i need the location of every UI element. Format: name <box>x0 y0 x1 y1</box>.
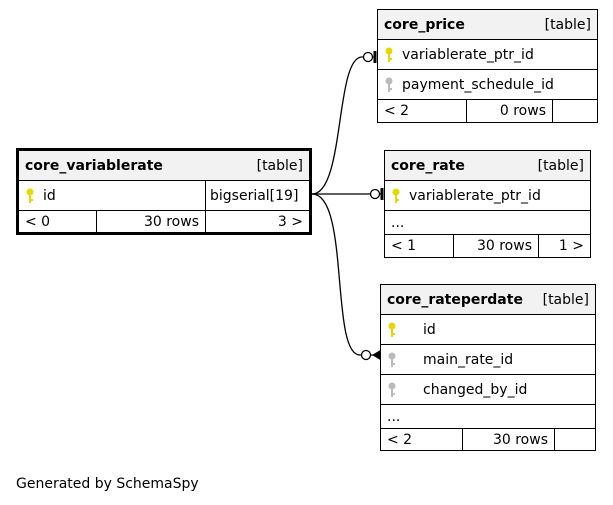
table-core-price[interactable]: core_price [table] variablerate_ptr_id p… <box>377 9 598 123</box>
edge-core-rateperdate <box>311 193 380 356</box>
parents-count[interactable]: < 1 <box>391 238 417 254</box>
primary-key-icon <box>392 188 400 203</box>
table-name: core_variablerate <box>25 157 163 174</box>
row-count: 0 rows <box>466 100 552 122</box>
column-name: variablerate_ptr_id <box>409 187 541 204</box>
table-stats-row: < 2 30 rows <box>381 429 595 450</box>
primary-key-icon <box>388 322 396 337</box>
edge-core-rate-crowfoot <box>369 188 381 200</box>
column-name: changed_by_id <box>423 381 528 398</box>
edge-core-rateperdate-crowfoot <box>360 349 372 361</box>
column-row: variablerate_ptr_id <box>385 181 590 211</box>
row-count: 30 rows <box>462 429 554 450</box>
column-row: payment_schedule_id <box>378 70 597 100</box>
column-row: id <box>381 315 595 345</box>
foreign-key-icon <box>388 352 396 367</box>
table-header: core_rate [table] <box>385 151 590 181</box>
column-name: payment_schedule_id <box>402 76 554 93</box>
primary-key-icon <box>385 47 393 62</box>
foreign-key-icon <box>388 382 396 397</box>
children-count[interactable] <box>552 100 597 122</box>
foreign-key-icon <box>385 77 393 92</box>
table-name: core_rateperdate <box>387 291 523 308</box>
row-count: 30 rows <box>453 235 538 257</box>
table-core-variablerate[interactable]: core_variablerate [table] id bigserial[1… <box>16 148 312 235</box>
parents-count[interactable]: < 0 <box>25 213 51 230</box>
edge-core-price-crowfoot <box>362 51 374 63</box>
table-kind: [table] <box>544 16 591 33</box>
table-kind: [table] <box>537 157 584 174</box>
column-type: bigserial[19] <box>205 181 309 210</box>
table-header: core_price [table] <box>378 10 597 40</box>
table-core-rateperdate[interactable]: core_rateperdate [table] id main_rate_id… <box>380 284 596 451</box>
column-row: changed_by_id <box>381 375 595 405</box>
column-row: variablerate_ptr_id <box>378 40 597 70</box>
table-kind: [table] <box>542 291 589 308</box>
column-row: main_rate_id <box>381 345 595 375</box>
table-name: core_price <box>384 16 465 33</box>
table-name: core_rate <box>391 157 465 174</box>
children-count[interactable]: 3 > <box>205 211 309 232</box>
generated-by-footer: Generated by SchemaSpy <box>16 476 199 492</box>
column-name: main_rate_id <box>423 351 514 368</box>
edge-core-price <box>311 56 375 195</box>
more-columns-row: ... <box>381 405 595 429</box>
column-row: id bigserial[19] <box>19 181 309 211</box>
children-count[interactable] <box>554 429 595 450</box>
children-count[interactable]: 1 > <box>538 235 590 257</box>
parents-count[interactable]: < 2 <box>384 103 410 119</box>
more-columns: ... <box>387 408 401 425</box>
column-name: id <box>43 187 56 204</box>
primary-key-icon <box>26 188 34 203</box>
table-core-rate[interactable]: core_rate [table] variablerate_ptr_id ..… <box>384 150 591 258</box>
table-header: core_variablerate [table] <box>19 151 309 181</box>
more-columns-row: ... <box>385 211 590 235</box>
column-name: variablerate_ptr_id <box>402 46 534 63</box>
row-count: 30 rows <box>96 211 205 232</box>
table-stats-row: < 2 0 rows <box>378 100 597 122</box>
table-header: core_rateperdate [table] <box>381 285 595 315</box>
table-kind: [table] <box>256 157 303 174</box>
table-stats-row: < 1 30 rows 1 > <box>385 235 590 257</box>
table-stats-row: < 0 30 rows 3 > <box>19 211 309 232</box>
more-columns: ... <box>391 214 405 231</box>
column-name: id <box>423 321 436 338</box>
parents-count[interactable]: < 2 <box>387 431 413 448</box>
